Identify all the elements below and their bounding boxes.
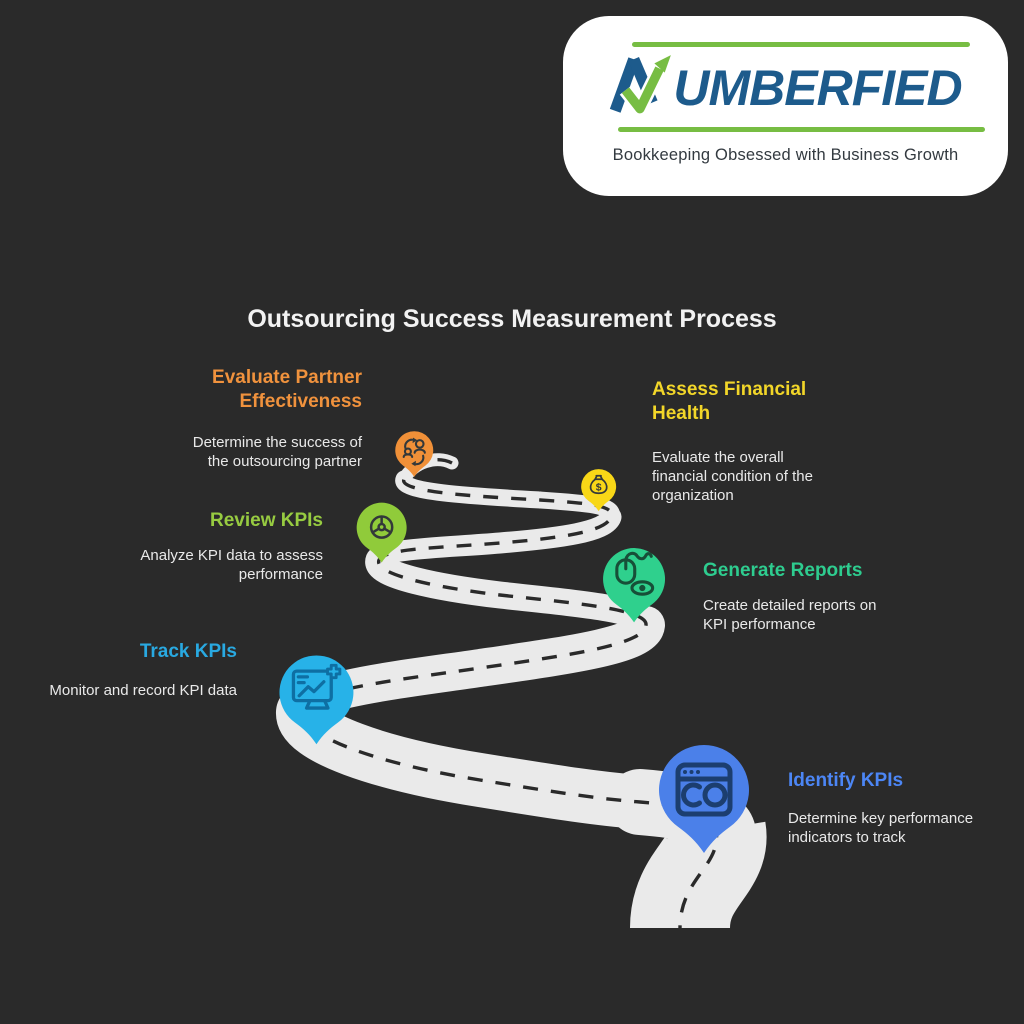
pin-assess-financial-health: $ bbox=[581, 469, 617, 512]
logo-tagline: Bookkeeping Obsessed with Business Growt… bbox=[612, 146, 959, 164]
road-surface bbox=[368, 506, 622, 571]
wheel-icon bbox=[370, 515, 394, 540]
monitor-chart-icon bbox=[291, 663, 341, 710]
milestone-track-kpis: Track KPIs Monitor and record KPI data bbox=[49, 640, 237, 700]
logo-top-rule bbox=[632, 42, 970, 47]
milestone-heading: Track KPIs bbox=[139, 641, 237, 662]
milestone-description: Monitor and record KPI data bbox=[49, 682, 237, 700]
milestone-description: Analyze KPI data to assess performance bbox=[140, 547, 323, 584]
page-title: Outsourcing Success Measurement Process bbox=[247, 305, 777, 333]
pin-review-kpis bbox=[356, 502, 407, 563]
mouse-eye-icon bbox=[615, 551, 655, 596]
pin-evaluate-partner-effectiveness bbox=[394, 430, 433, 477]
browser-rings-icon bbox=[675, 762, 733, 817]
logo-bottom-rule bbox=[618, 127, 985, 132]
milestone-review-kpis: Review KPIs Analyze KPI data to assess p… bbox=[140, 509, 323, 584]
pin-track-kpis bbox=[278, 654, 353, 744]
milestone-evaluate-partner-effectiveness: Evaluate Partner Effectiveness Determine… bbox=[193, 366, 362, 471]
milestone-heading: Evaluate Partner Effectiveness bbox=[212, 367, 362, 413]
svg-text:$: $ bbox=[596, 483, 602, 494]
milestone-description: Create detailed reports on KPI performan… bbox=[703, 597, 877, 634]
milestone-description: Determine the success of the outsourcing… bbox=[192, 433, 362, 470]
money-bag-icon: $ bbox=[590, 475, 608, 495]
brand-name: UMBERFIED bbox=[673, 60, 962, 116]
pin-identify-kpis bbox=[659, 744, 749, 853]
milestone-description: Determine key performance indicators to … bbox=[788, 810, 974, 847]
logo-card: UMBERFIED Bookkeeping Obsessed with Busi… bbox=[563, 16, 1008, 196]
milestone-heading: Review KPIs bbox=[210, 510, 323, 531]
milestone-description: Evaluate the overall financial condition… bbox=[652, 448, 813, 504]
n-arrow-icon bbox=[610, 55, 672, 116]
milestone-heading: Assess Financial Health bbox=[652, 379, 807, 425]
milestone-heading: Generate Reports bbox=[703, 560, 863, 581]
milestone-heading: Identify KPIs bbox=[788, 770, 904, 791]
people-exchange-icon bbox=[402, 437, 426, 466]
milestone-identify-kpis: Identify KPIs Determine key performance … bbox=[788, 769, 973, 847]
road-centerline bbox=[301, 458, 719, 929]
milestone-assess-financial-health: Assess Financial Health Evaluate the ove… bbox=[652, 378, 813, 505]
pin-generate-reports bbox=[602, 547, 665, 623]
milestone-generate-reports: Generate Reports Create detailed reports… bbox=[703, 559, 876, 634]
logo: UMBERFIED bbox=[563, 50, 1008, 126]
